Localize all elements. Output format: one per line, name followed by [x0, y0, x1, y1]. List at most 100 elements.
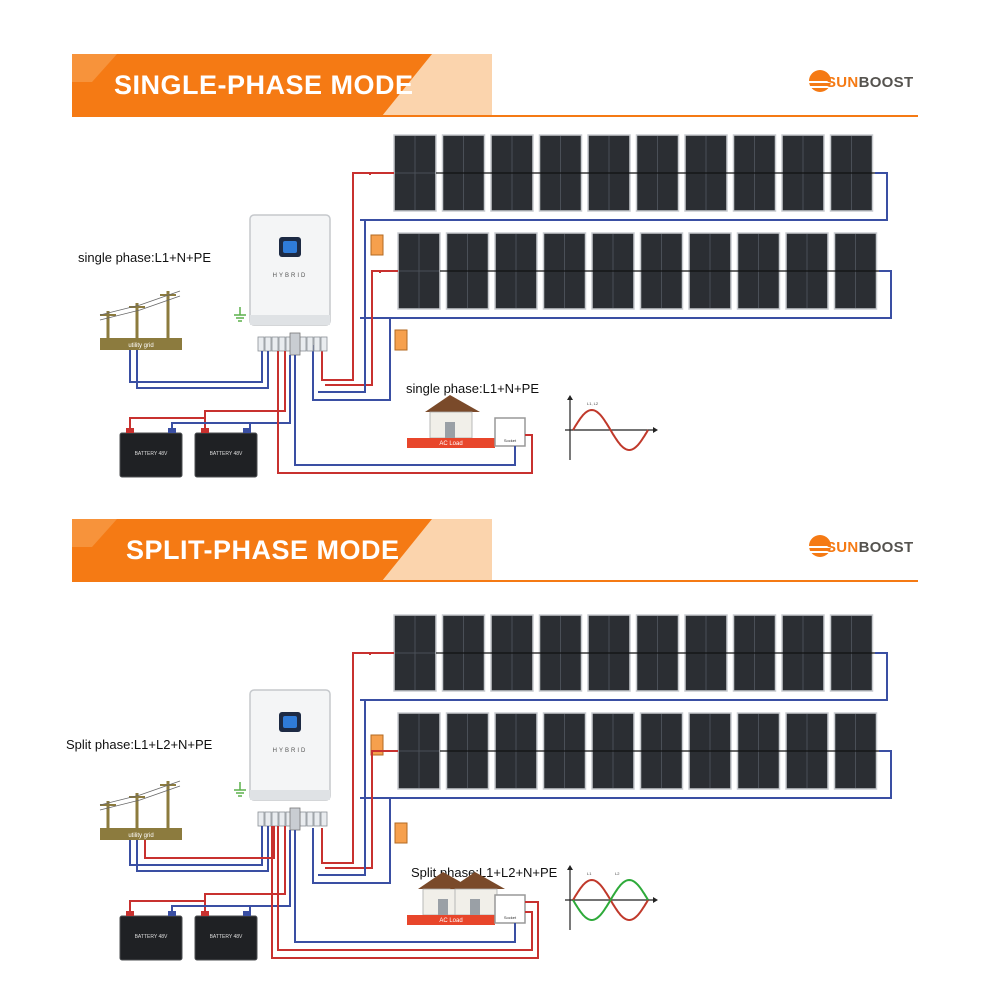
waveform-x-arrow: [653, 427, 658, 433]
pv-breaker: [370, 234, 384, 256]
breaker-switch: [320, 336, 328, 352]
waveform-y-arrow: [567, 395, 573, 400]
battery-terminal-positive: [126, 428, 134, 433]
battery-body: [194, 432, 258, 478]
section-title: SINGLE-PHASE MODE: [114, 70, 414, 100]
solar-panel-row: [360, 712, 892, 799]
battery-body: [119, 432, 183, 478]
grid-phase-label: single phase:L1+N+PE: [78, 250, 211, 265]
utility-grid: utility grid: [99, 290, 182, 350]
waveform-legend: L2: [615, 871, 620, 876]
battery-body: [194, 915, 258, 961]
battery-label: BATTERY 48V: [135, 934, 168, 940]
power-line: [99, 780, 181, 806]
grid-wire: [129, 350, 263, 383]
banner-shape: [72, 54, 492, 116]
breaker-switch: [271, 336, 279, 352]
breaker-switch: [299, 336, 307, 352]
ac-load-bar: [407, 915, 495, 925]
breaker-switch: [264, 336, 272, 352]
waveform-graph: L1, L2: [565, 395, 658, 460]
battery-terminal-negative: [168, 428, 176, 433]
banner-shape: [72, 519, 492, 581]
breaker-switch: [306, 811, 314, 827]
inverter-body: [249, 689, 331, 801]
hybrid-inverter: HYBRID: [249, 689, 331, 801]
load-wire: [277, 826, 533, 951]
battery-terminal-negative: [243, 428, 251, 433]
breaker-switch: [278, 336, 286, 352]
grid-wire: [144, 826, 275, 859]
house-roof: [425, 395, 480, 412]
breaker-switch: [264, 811, 272, 827]
single-phase-section: SINGLE-PHASE MODE SUNBOOST single phase:…: [0, 40, 1000, 520]
house-icon: [425, 395, 480, 439]
inverter-screen: [283, 241, 297, 253]
waveform-graph: L1 L2: [565, 865, 658, 930]
utility-grid-label: utility grid: [128, 343, 153, 349]
grid-wire: [136, 350, 269, 389]
pv-positive-wire: [321, 652, 394, 864]
pv-negative-wire: [360, 172, 888, 221]
utility-grid: utility grid: [99, 780, 182, 840]
waveform-legend: L1, L2: [587, 401, 599, 406]
battery-terminal-positive: [201, 911, 209, 916]
socket-label: Socket: [504, 438, 517, 443]
battery-wire: [250, 830, 291, 907]
grid-wire: [136, 826, 269, 872]
pv-negative-wire: [318, 220, 366, 393]
section-banner: SINGLE-PHASE MODE: [72, 54, 492, 116]
house-door: [445, 422, 455, 438]
banner-underline: [72, 115, 918, 117]
load-wire: [277, 351, 533, 474]
section-title: SPLIT-PHASE MODE: [126, 535, 400, 565]
power-line: [99, 295, 181, 321]
breaker-switch: [257, 811, 265, 827]
breaker-switch: [313, 811, 321, 827]
socket-icon: [494, 894, 526, 924]
battery-label: BATTERY 48V: [135, 451, 168, 457]
utility-grid-label: utility grid: [128, 833, 153, 839]
waveform-y-arrow: [567, 865, 573, 870]
inverter-body: [249, 214, 331, 326]
solar-panel-row: [360, 134, 888, 221]
pv-negative-wire: [360, 750, 892, 799]
battery-label: BATTERY 48V: [210, 451, 243, 457]
battery-body: [119, 915, 183, 961]
battery-terminal-negative: [168, 911, 176, 916]
pv-negative-wire: [318, 700, 366, 876]
house-door: [470, 899, 480, 915]
solar-panel-row: [360, 614, 888, 701]
pv-positive-wire: [325, 750, 398, 869]
section-banner: SPLIT-PHASE MODE: [72, 519, 492, 581]
utility-grid-base: [100, 828, 182, 840]
pv-breaker: [394, 329, 408, 351]
banner-underline: [72, 580, 918, 582]
inverter-label: HYBRID: [273, 748, 308, 754]
battery-terminal-positive: [126, 911, 134, 916]
waveform-l1: [572, 408, 649, 452]
breaker-switch: [313, 336, 321, 352]
battery: BATTERY 48V: [194, 911, 258, 961]
brand-name: SUNBOOST: [826, 539, 914, 556]
main-breaker: [289, 332, 301, 356]
breaker-switch: [299, 811, 307, 827]
ac-load-label: AC Load: [439, 918, 462, 924]
ac-load-bar: [407, 438, 495, 448]
inverter-label: HYBRID: [273, 273, 308, 279]
pv-breaker: [394, 822, 408, 844]
inverter-base: [250, 315, 330, 325]
battery-wire: [171, 905, 251, 911]
ac-load-label: AC Load: [439, 441, 462, 447]
pv-negative-wire: [360, 652, 888, 701]
grid-wire: [129, 826, 263, 866]
brand-name: SUNBOOST: [826, 74, 914, 91]
load-wire: [294, 355, 516, 466]
breaker-switch: [271, 811, 279, 827]
battery-label: BATTERY 48V: [210, 934, 243, 940]
breaker-switch: [278, 811, 286, 827]
hybrid-inverter: HYBRID: [249, 214, 331, 326]
brand-logo: SUNBOOST: [806, 531, 918, 571]
waveform-legend: L1: [587, 871, 592, 876]
